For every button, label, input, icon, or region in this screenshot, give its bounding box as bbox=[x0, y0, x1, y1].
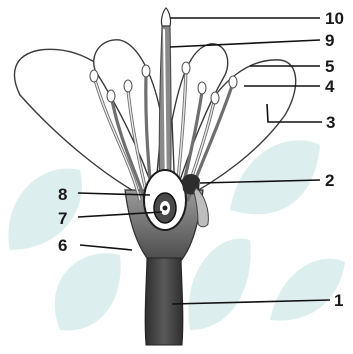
label-1: 1 bbox=[334, 291, 343, 310]
label-7: 7 bbox=[58, 209, 67, 228]
ovary bbox=[144, 170, 186, 230]
label-5: 5 bbox=[325, 57, 334, 76]
pedicel bbox=[145, 258, 183, 345]
label-4: 4 bbox=[325, 77, 335, 96]
label-8: 8 bbox=[58, 185, 67, 204]
label-10: 10 bbox=[325, 9, 344, 28]
label-2: 2 bbox=[325, 171, 334, 190]
label-9: 9 bbox=[325, 31, 334, 50]
label-6: 6 bbox=[58, 236, 67, 255]
label-3: 3 bbox=[326, 113, 335, 132]
